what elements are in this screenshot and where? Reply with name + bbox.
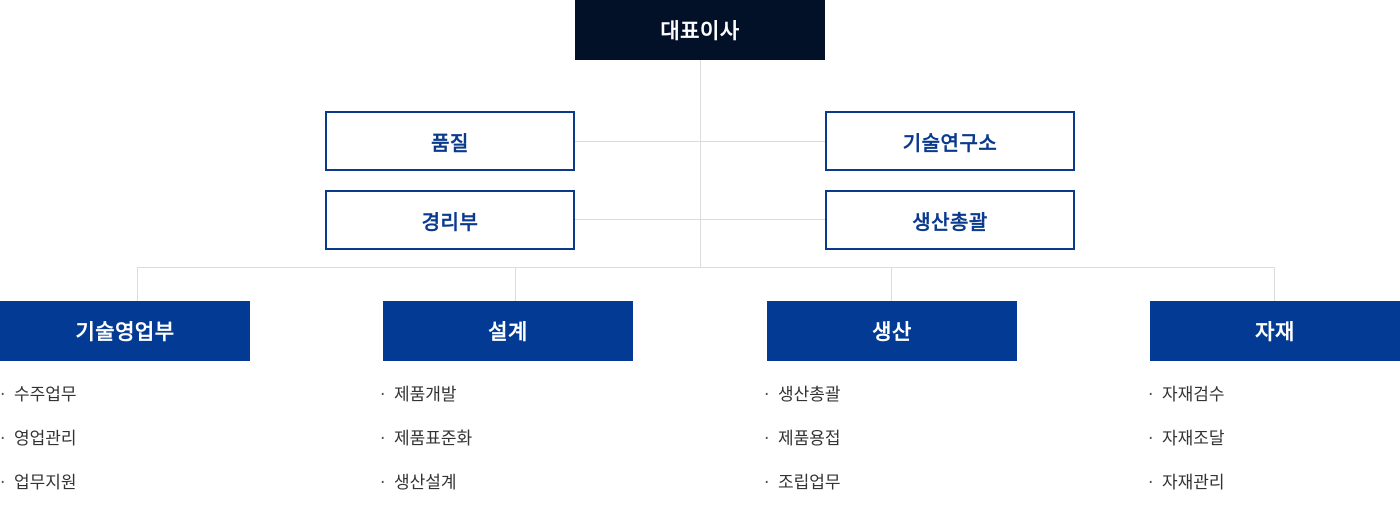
bullet-icon: ·	[1148, 473, 1154, 493]
task-label: 생산설계	[394, 473, 457, 493]
list-item: · 제품표준화	[380, 424, 472, 468]
list-item: · 자재관리	[1148, 468, 1225, 512]
ceo-box: 대표이사	[575, 0, 825, 60]
list-item: · 생산총괄	[764, 380, 841, 424]
staff-box-production-head: 생산총괄	[825, 190, 1075, 250]
bullet-icon: ·	[0, 385, 6, 405]
list-item: · 업무지원	[0, 468, 77, 512]
staff-label: 생산총괄	[912, 209, 988, 234]
list-item: · 제품개발	[380, 380, 472, 424]
task-label: 업무지원	[14, 473, 77, 493]
dept-box-materials: 자재	[1150, 301, 1400, 361]
connector-dept-2	[515, 267, 516, 301]
dept-task-list-production: · 생산총괄 · 제품용접 · 조립업무	[764, 380, 841, 512]
dept-label: 자재	[1255, 320, 1295, 344]
bullet-icon: ·	[764, 385, 770, 405]
staff-box-accounting: 경리부	[325, 190, 575, 250]
dept-box-design: 설계	[383, 301, 633, 361]
connector-dept-3	[891, 267, 892, 301]
connector-staff-row2	[575, 219, 825, 220]
list-item: · 영업관리	[0, 424, 77, 468]
list-item: · 수주업무	[0, 380, 77, 424]
task-label: 영업관리	[14, 429, 77, 449]
staff-box-research: 기술연구소	[825, 111, 1075, 171]
dept-task-list-materials: · 자재검수 · 자재조달 · 자재관리	[1148, 380, 1225, 512]
dept-label: 기술영업부	[75, 320, 175, 344]
task-label: 제품용접	[778, 429, 841, 449]
bullet-icon: ·	[1148, 385, 1154, 405]
dept-box-production: 생산	[767, 301, 1017, 361]
task-label: 자재검수	[1162, 385, 1225, 405]
task-label: 제품표준화	[394, 429, 473, 449]
connector-staff-row1	[575, 141, 825, 142]
bullet-icon: ·	[1148, 429, 1154, 449]
task-label: 제품개발	[394, 385, 457, 405]
bullet-icon: ·	[764, 429, 770, 449]
list-item: · 조립업무	[764, 468, 841, 512]
connector-dept-1	[137, 267, 138, 301]
connector-ceo-vertical	[700, 60, 701, 267]
bullet-icon: ·	[380, 385, 386, 405]
staff-label: 경리부	[421, 209, 479, 234]
staff-label: 기술연구소	[902, 130, 998, 155]
connector-horizontal-bus	[137, 267, 1275, 268]
bullet-icon: ·	[764, 473, 770, 493]
bullet-icon: ·	[380, 473, 386, 493]
dept-label: 설계	[488, 320, 528, 344]
bullet-icon: ·	[0, 429, 6, 449]
dept-task-list-tech-sales: · 수주업무 · 영업관리 · 업무지원	[0, 380, 77, 512]
task-label: 조립업무	[778, 473, 841, 493]
task-label: 자재관리	[1162, 473, 1225, 493]
bullet-icon: ·	[0, 473, 6, 493]
task-label: 자재조달	[1162, 429, 1225, 449]
bullet-icon: ·	[380, 429, 386, 449]
list-item: · 자재조달	[1148, 424, 1225, 468]
connector-dept-4	[1274, 267, 1275, 301]
task-label: 생산총괄	[778, 385, 841, 405]
staff-box-quality: 품질	[325, 111, 575, 171]
ceo-label: 대표이사	[660, 19, 740, 43]
dept-task-list-design: · 제품개발 · 제품표준화 · 생산설계	[380, 380, 472, 512]
dept-label: 생산	[872, 320, 912, 344]
list-item: · 자재검수	[1148, 380, 1225, 424]
list-item: · 제품용접	[764, 424, 841, 468]
staff-label: 품질	[431, 130, 469, 155]
dept-box-tech-sales: 기술영업부	[0, 301, 250, 361]
task-label: 수주업무	[14, 385, 77, 405]
list-item: · 생산설계	[380, 468, 472, 512]
